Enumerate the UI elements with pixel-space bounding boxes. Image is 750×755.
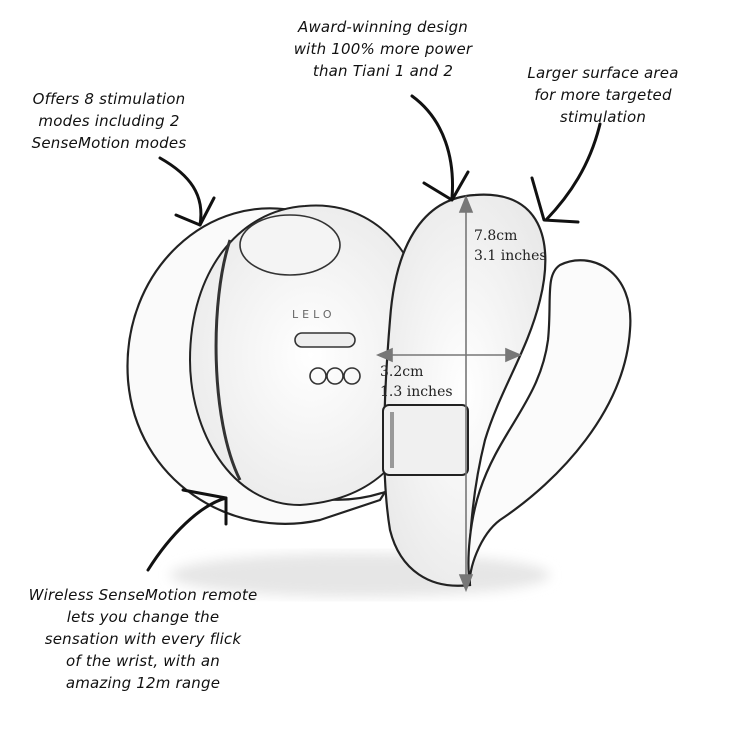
main-device xyxy=(382,193,632,587)
arrow-modes xyxy=(158,156,203,227)
remote-mode-dot-1 xyxy=(309,367,327,385)
callout-award: Award-winning design with 100% more powe… xyxy=(293,18,473,80)
arrow-award xyxy=(410,94,454,200)
width-measure xyxy=(375,347,523,363)
remote-mode-dot-3 xyxy=(343,367,361,385)
callout-remote: Wireless SenseMotion remote lets you cha… xyxy=(28,586,258,692)
callout-surface: Larger surface area for more targeted st… xyxy=(527,64,679,126)
length-label: 7.8cm 3.1 inches xyxy=(474,228,547,264)
arrow-surface xyxy=(544,122,602,222)
remote-mode-dot-2 xyxy=(326,367,344,385)
callout-modes: Offers 8 stimulation modes including 2 S… xyxy=(31,90,187,152)
remote-top-button xyxy=(239,214,341,276)
lelo-logo: LELO xyxy=(292,308,335,321)
width-label: 3.2cm 1.3 inches xyxy=(380,364,453,400)
device-button-panel xyxy=(382,404,469,476)
length-measure xyxy=(458,194,474,593)
arrow-remote xyxy=(146,496,228,572)
callout-arrows xyxy=(146,94,602,572)
remote-minus-button xyxy=(294,332,356,348)
